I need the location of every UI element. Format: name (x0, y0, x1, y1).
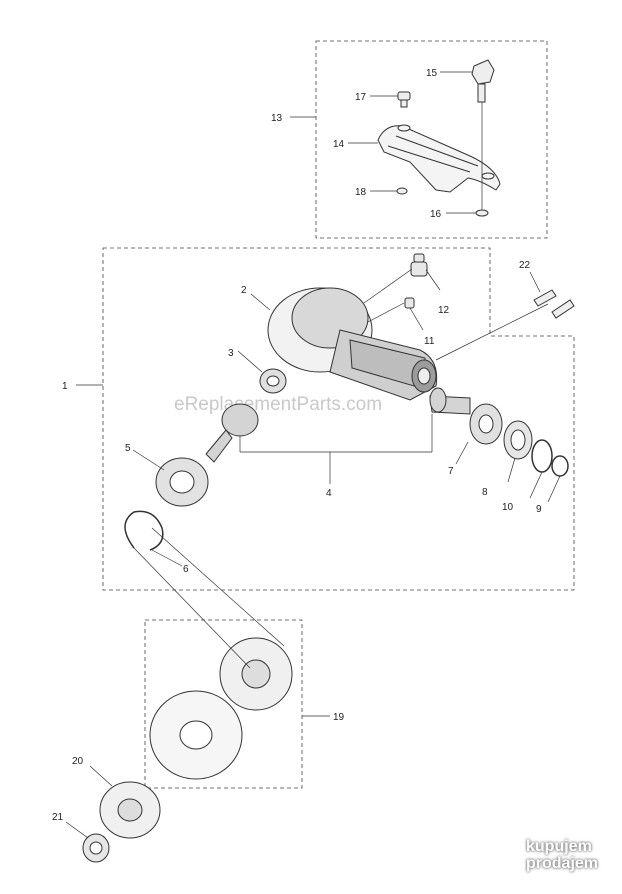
callout-15: 15 (426, 68, 438, 79)
group-box-13 (315, 40, 548, 239)
callout-9: 9 (536, 504, 542, 515)
washer-part-18 (396, 187, 408, 195)
bolts-part-22 (533, 289, 575, 319)
bolt-part-15 (471, 59, 495, 103)
callout-2: 2 (241, 285, 247, 296)
bearing-part-8 (503, 420, 533, 460)
callout-8: 8 (482, 487, 488, 498)
callout-14: 14 (333, 139, 345, 150)
flange-part-19 (219, 637, 293, 711)
callout-4: 4 (326, 488, 332, 499)
callout-3: 3 (228, 348, 234, 359)
callout-22: 22 (519, 260, 531, 271)
gear-part-4-left (205, 403, 259, 463)
plug-part-12 (410, 253, 428, 277)
circlip-part-9 (551, 455, 569, 477)
callout-13: 13 (271, 113, 283, 124)
washer-part-20 (99, 781, 161, 839)
nut-part-16 (475, 209, 489, 217)
logo-line-1: kupujem (526, 838, 592, 855)
callout-5: 5 (125, 443, 131, 454)
callout-7: 7 (448, 466, 454, 477)
circlip-part-6 (124, 510, 164, 551)
bearing-part-5 (155, 457, 209, 507)
callout-18: 18 (355, 187, 367, 198)
bearing-part-7 (469, 403, 503, 445)
callout-16: 16 (430, 209, 442, 220)
callout-1: 1 (62, 381, 68, 392)
support-cup-part-19 (149, 690, 243, 780)
watermark: eReplacementParts.com (174, 394, 382, 415)
callout-17: 17 (355, 92, 367, 103)
gear-housing-part-2 (267, 287, 438, 401)
bearing-part-3 (259, 368, 287, 394)
callout-19: 19 (333, 712, 345, 723)
group-box-19 (144, 619, 303, 789)
callout-10: 10 (502, 502, 514, 513)
logo-line-2: prodajem (526, 855, 599, 872)
callout-12: 12 (438, 305, 450, 316)
kupujemprodajem-logo: kupujem prodajem (526, 838, 614, 888)
callout-21: 21 (52, 812, 64, 823)
nut-part-21 (82, 833, 110, 863)
group-box-1 (102, 247, 575, 591)
callout-6: 6 (183, 564, 189, 575)
screw-part-17 (397, 91, 411, 108)
ring-part-10 (531, 439, 553, 473)
callout-20: 20 (72, 756, 84, 767)
gear-part-4-right (429, 387, 471, 415)
callout-11: 11 (424, 336, 435, 347)
pin-part-11 (404, 297, 415, 309)
